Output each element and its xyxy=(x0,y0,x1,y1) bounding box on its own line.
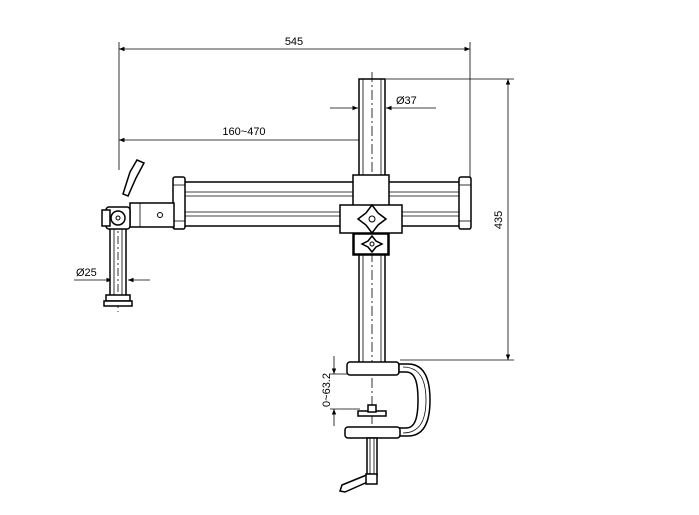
dimension-height: 435 xyxy=(386,78,514,361)
overall-width-label: 545 xyxy=(285,36,303,48)
clamp-range-label: 0~63.2 xyxy=(321,373,333,407)
c-clamp xyxy=(344,361,431,439)
column-diameter-label: Ø37 xyxy=(396,95,417,107)
dimension-overall-width: 545 xyxy=(118,36,471,178)
horizontal-arm xyxy=(172,176,472,230)
clamp-screw[interactable] xyxy=(339,437,378,493)
swivel-lever[interactable] xyxy=(101,159,146,230)
dimension-clamp-range: 0~63.2 xyxy=(321,356,360,426)
height-label: 435 xyxy=(493,211,505,229)
pivot-post xyxy=(103,220,133,312)
central-clamp-block xyxy=(339,174,403,256)
dimension-column-diameter: Ø37 xyxy=(330,95,436,111)
pivot-diameter-label: Ø25 xyxy=(76,267,97,279)
dimension-pivot-diameter: Ø25 xyxy=(74,267,150,283)
dimension-reach-range: 160~470 xyxy=(119,126,370,143)
reach-range-label: 160~470 xyxy=(222,126,265,138)
left-adapter xyxy=(129,202,175,228)
